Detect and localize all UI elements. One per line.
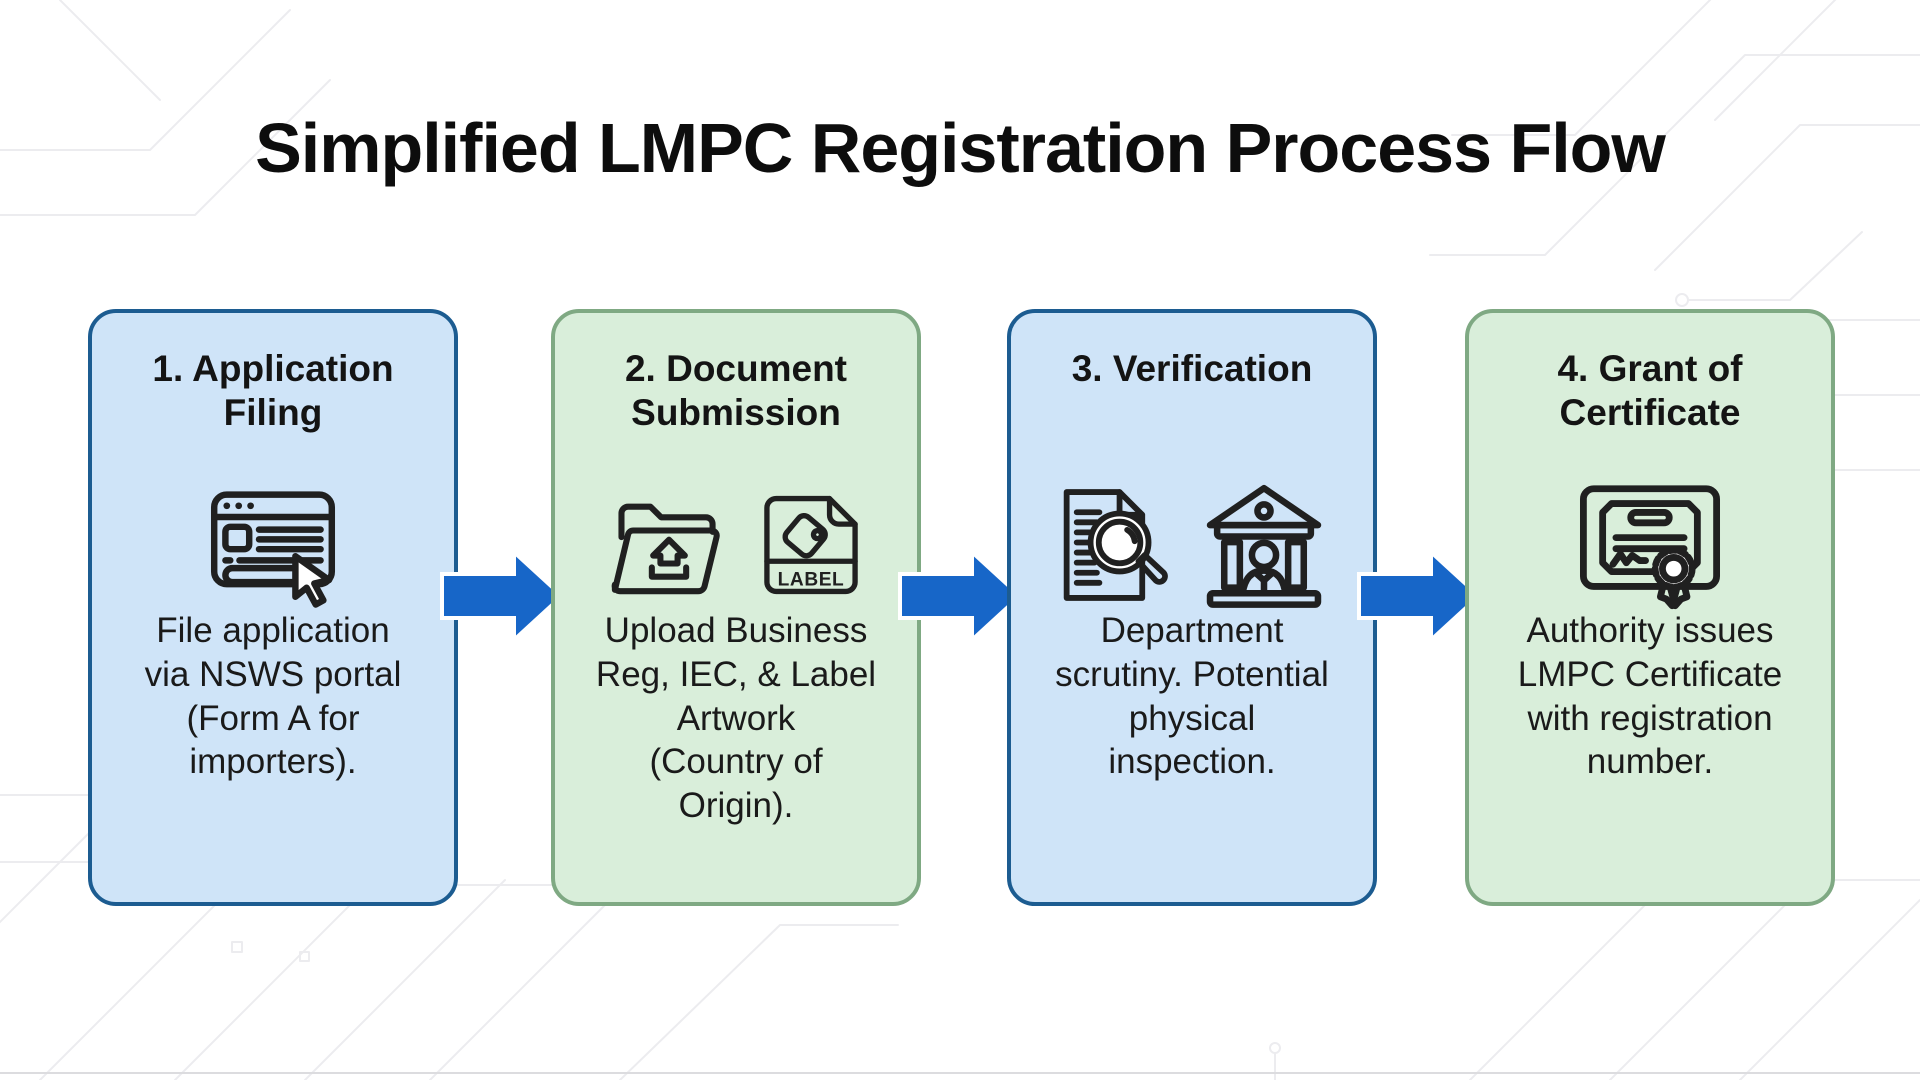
- label-icon-text: LABEL: [778, 570, 845, 591]
- step-description: Department scrutiny. Potential physical …: [1055, 611, 1329, 782]
- step-title: 3. Verification: [1071, 348, 1313, 389]
- step-card-application-filing: 1. Application Filing File application v…: [88, 309, 458, 906]
- step-icons: [92, 471, 454, 619]
- flow-arrow-2: [898, 547, 1023, 645]
- browser-click-icon: [210, 491, 336, 608]
- step-card-grant-of-certificate: 4. Grant of Certificate Authority issues…: [1465, 309, 1835, 906]
- step-title: 1. Application Filing: [152, 348, 394, 433]
- step-card-document-submission: 2. Document Submission LABEL Upload Busi…: [551, 309, 921, 906]
- step-icons: [1469, 471, 1831, 619]
- step-card-verification: 3. Verification: [1007, 309, 1377, 906]
- step-icons: [1011, 471, 1373, 619]
- step-icons: LABEL: [555, 471, 917, 619]
- step-title: 4. Grant of Certificate: [1557, 348, 1743, 433]
- step-description: File application via NSWS portal (Form A…: [144, 611, 402, 782]
- certificate-icon: [1579, 485, 1721, 610]
- folder-upload-icon: [611, 503, 720, 595]
- flow-arrow-1: [440, 547, 565, 645]
- page-title: Simplified LMPC Registration Process Flo…: [255, 109, 1666, 187]
- government-building-icon: [1206, 484, 1322, 608]
- step-description: Upload Business Reg, IEC, & Label Artwor…: [595, 611, 877, 825]
- flow-arrow-3: [1357, 547, 1482, 645]
- label-file-icon: LABEL: [764, 495, 858, 595]
- document-inspect-icon: [1063, 489, 1168, 601]
- step-description: Authority issues LMPC Certificate with r…: [1517, 611, 1783, 782]
- step-title: 2. Document Submission: [624, 348, 848, 433]
